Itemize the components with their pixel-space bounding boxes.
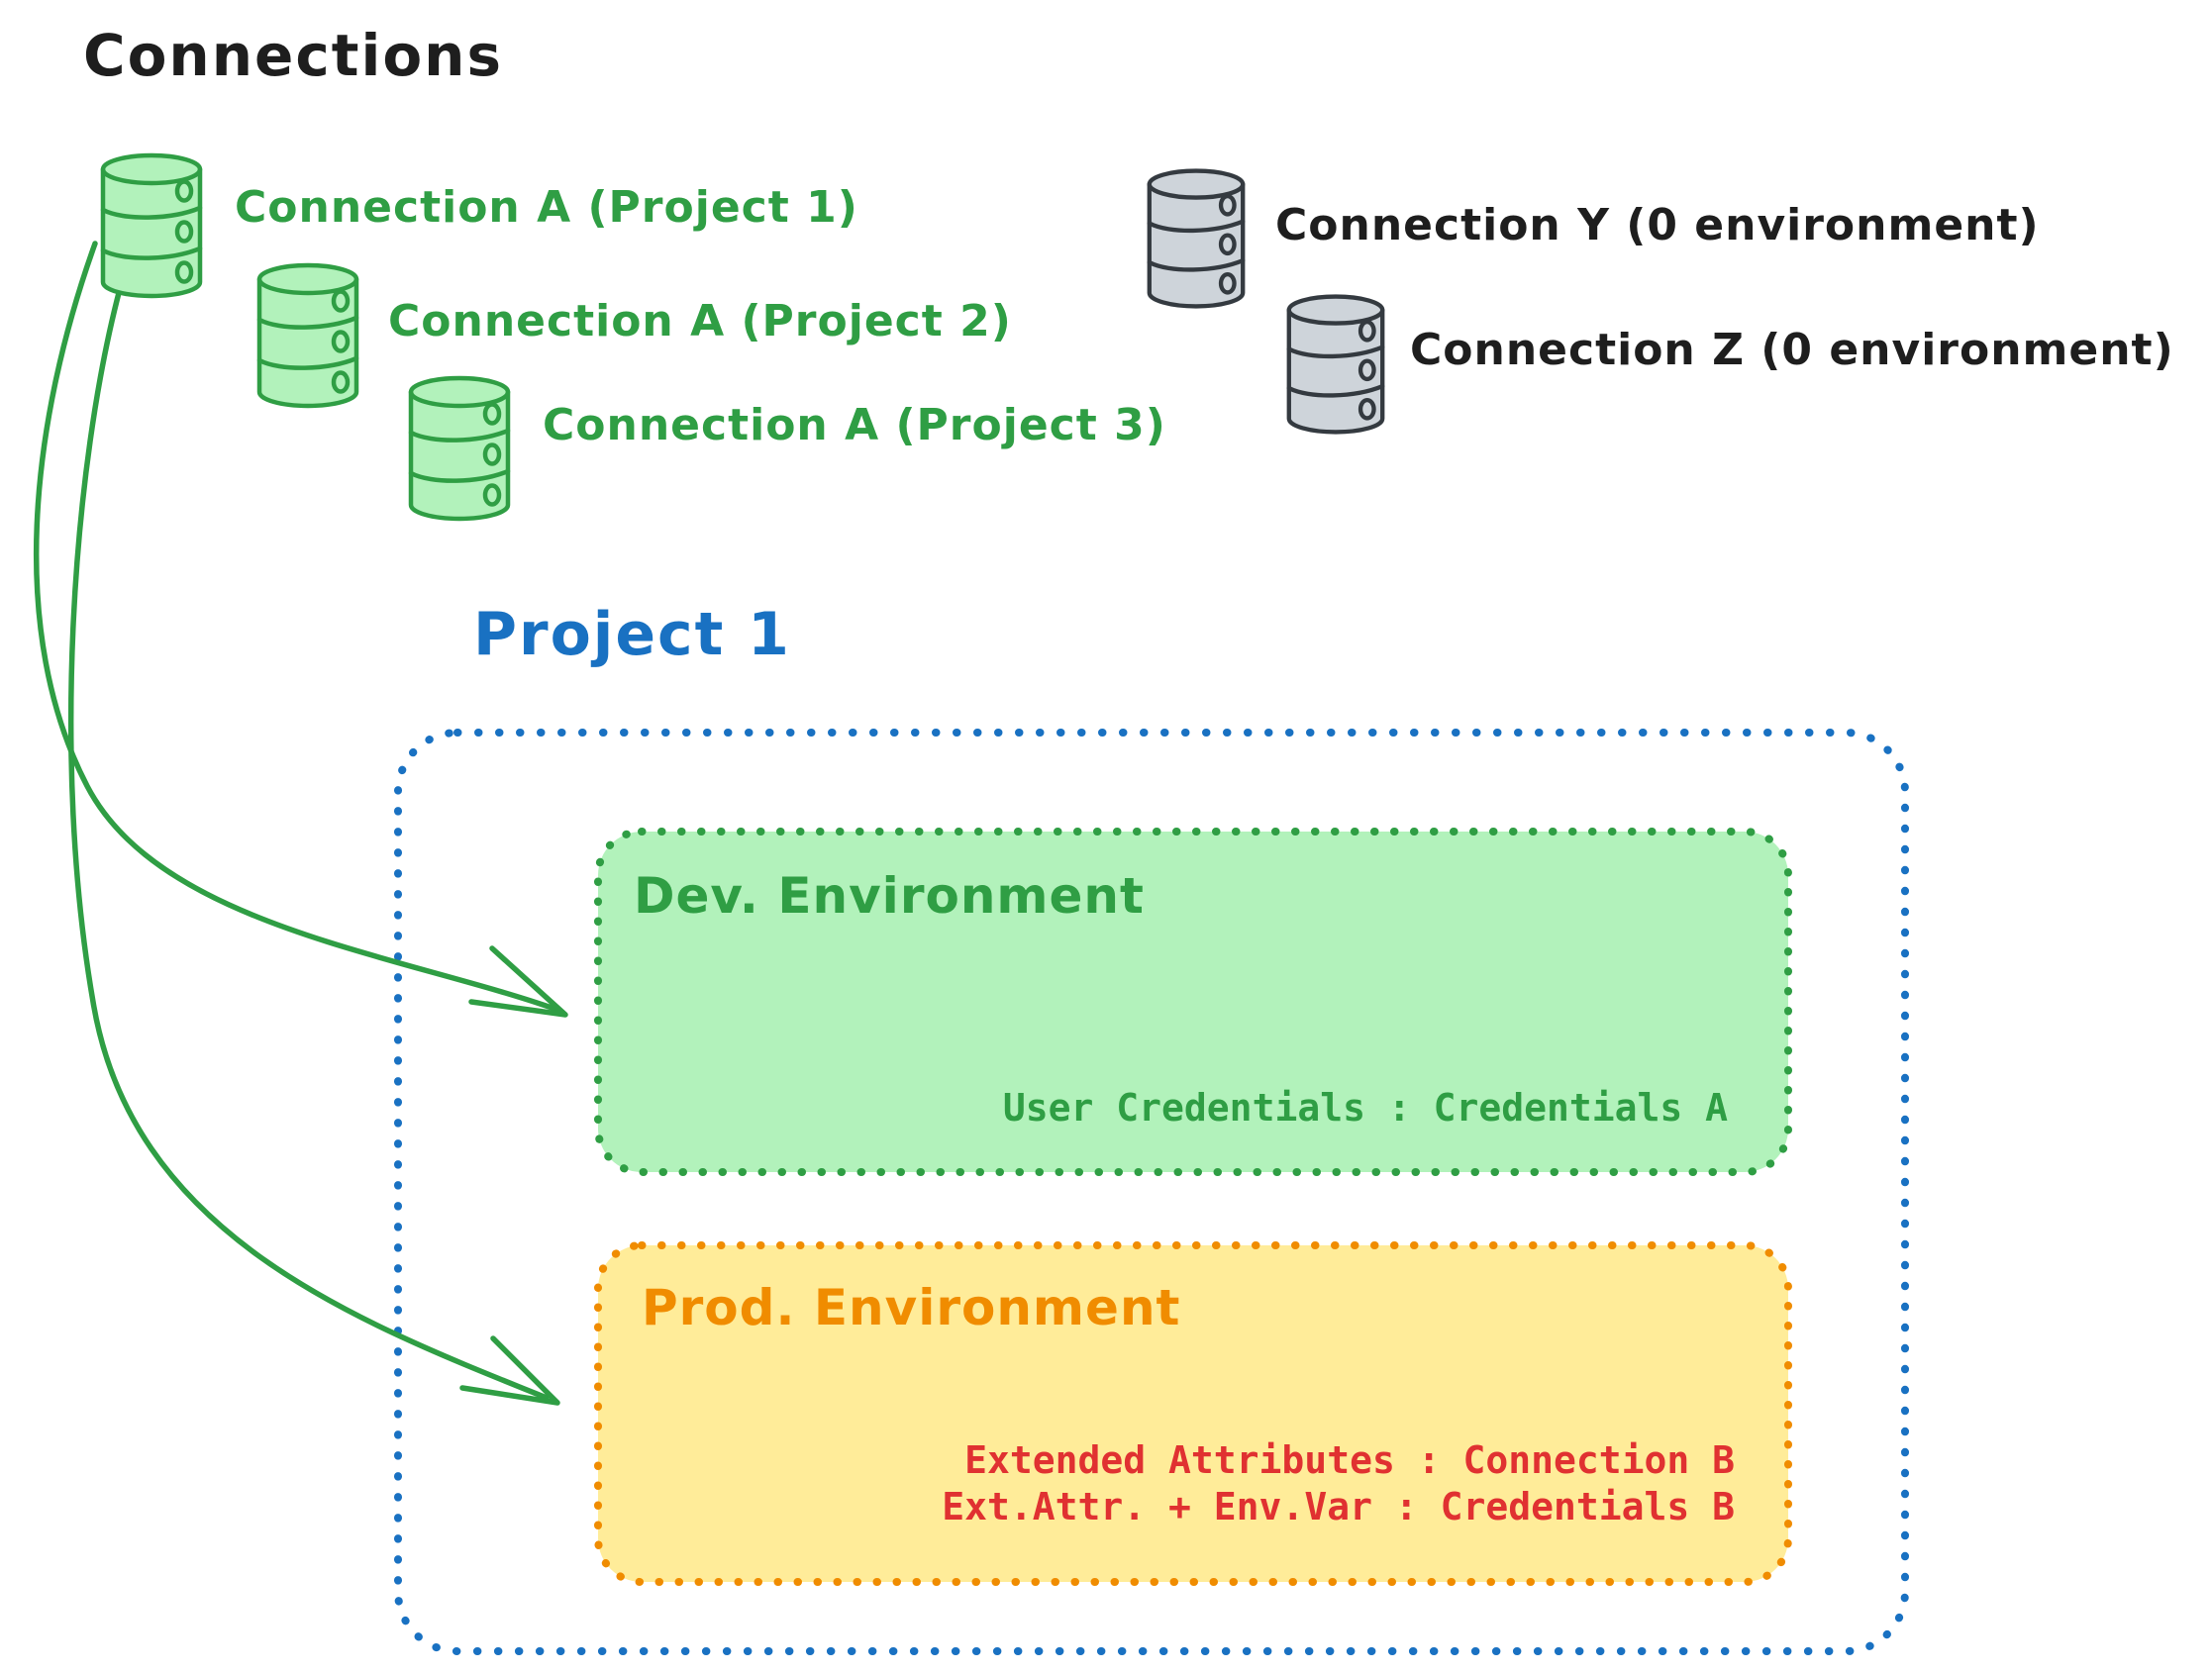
prod-extended-attributes-line: Extended Attributes : Connection B xyxy=(964,1438,1735,1482)
database-icon-connection-a-project-1 xyxy=(92,145,211,307)
connection-a-project-2-label: Connection A (Project 2) xyxy=(388,296,1012,346)
connection-a-project-3-label: Connection A (Project 3) xyxy=(543,400,1166,450)
arrow-connection-a-to-prod xyxy=(67,286,560,1406)
dev-environment-title: Dev. Environment xyxy=(634,867,1145,925)
database-icon-connection-z xyxy=(1278,286,1393,443)
database-icon-connection-a-project-2 xyxy=(249,254,367,417)
database-icon-connection-y xyxy=(1139,160,1254,317)
prod-ext-attr-env-var-line: Ext.Attr. + Env.Var : Credentials B xyxy=(942,1485,1735,1528)
database-icon-connection-a-project-3 xyxy=(400,367,519,530)
connection-y-label: Connection Y (0 environment) xyxy=(1275,200,2040,250)
connection-z-label: Connection Z (0 environment) xyxy=(1410,325,2174,375)
project-1-title: Project 1 xyxy=(473,600,791,669)
prod-environment-box xyxy=(594,1241,1792,1586)
prod-environment-details: Extended Attributes : Connection B Ext.A… xyxy=(942,1437,1735,1530)
connections-title: Connections xyxy=(83,22,503,89)
connection-a-project-1-label: Connection A (Project 1) xyxy=(235,182,858,233)
arrow-connection-a-to-dev xyxy=(33,241,568,1018)
prod-environment-title: Prod. Environment xyxy=(642,1279,1181,1336)
dev-environment-box xyxy=(594,828,1792,1176)
dev-environment-credentials-line: User Credentials : Credentials A xyxy=(1002,1086,1728,1130)
